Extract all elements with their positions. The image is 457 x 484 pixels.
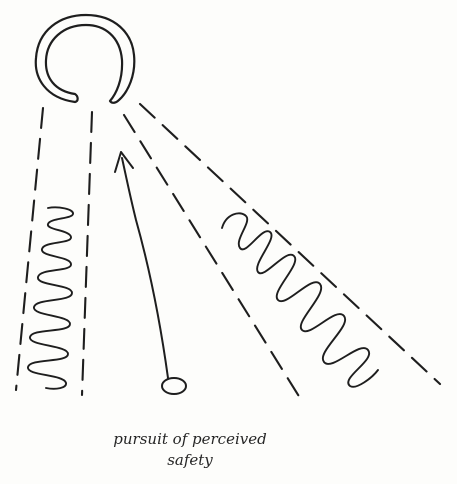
right-corridor-inner-wall [124, 115, 300, 398]
right-corridor-outer-wall [140, 104, 440, 384]
start-circle-icon [162, 378, 186, 394]
pursuit-arrow-shaft [122, 158, 168, 378]
left-corridor-coil [28, 207, 73, 388]
right-corridor-coil [222, 213, 378, 386]
safety-ring-icon [36, 15, 135, 103]
left-corridor-outer-wall [16, 108, 43, 390]
caption-line-2: safety [60, 450, 320, 470]
left-corridor-inner-wall [82, 112, 92, 395]
caption-line-1: pursuit of perceived [60, 429, 320, 449]
